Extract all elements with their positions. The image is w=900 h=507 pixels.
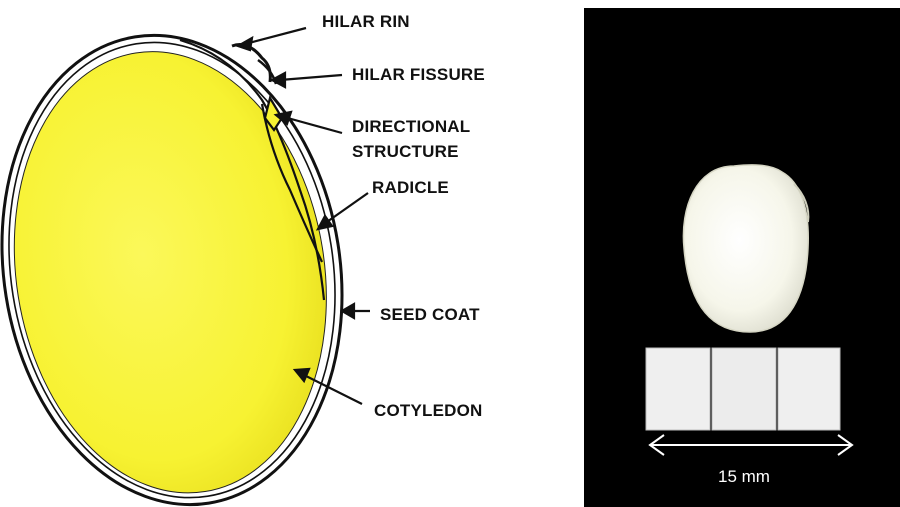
seed-photo: 15 mm — [584, 8, 900, 507]
seed-specimen — [683, 165, 808, 332]
label-radicle: RADICLE — [372, 178, 449, 197]
label-seed-coat: SEED COAT — [380, 305, 480, 324]
label-hilar-fissure: HILAR FISSURE — [352, 65, 485, 84]
arrowhead-seed-coat — [342, 304, 354, 318]
scale-label: 15 mm — [718, 467, 770, 486]
scale-tile-3 — [778, 348, 840, 430]
diagram-labels: HILAR RIN HILAR FISSURE DIRECTIONAL STRU… — [322, 12, 485, 420]
label-directional: DIRECTIONAL — [352, 117, 470, 136]
leader-hilar-rim — [245, 28, 306, 44]
arrowhead-hilar-fissure — [272, 73, 285, 87]
label-structure: STRUCTURE — [352, 142, 459, 161]
label-hilar-rim: HILAR RIN — [322, 12, 410, 31]
leader-hilar-fissure — [280, 75, 342, 80]
label-cotyledon: COTYLEDON — [374, 401, 483, 420]
seed-diagram: HILAR RIN HILAR FISSURE DIRECTIONAL STRU… — [0, 0, 560, 507]
scale-tiles — [646, 348, 840, 430]
scale-tile-2 — [712, 348, 776, 430]
scale-tile-1 — [646, 348, 710, 430]
scale-arrow — [650, 435, 852, 455]
seed-photo-panel: 15 mm — [584, 8, 900, 507]
arrowhead-hilar-rim — [238, 38, 252, 50]
